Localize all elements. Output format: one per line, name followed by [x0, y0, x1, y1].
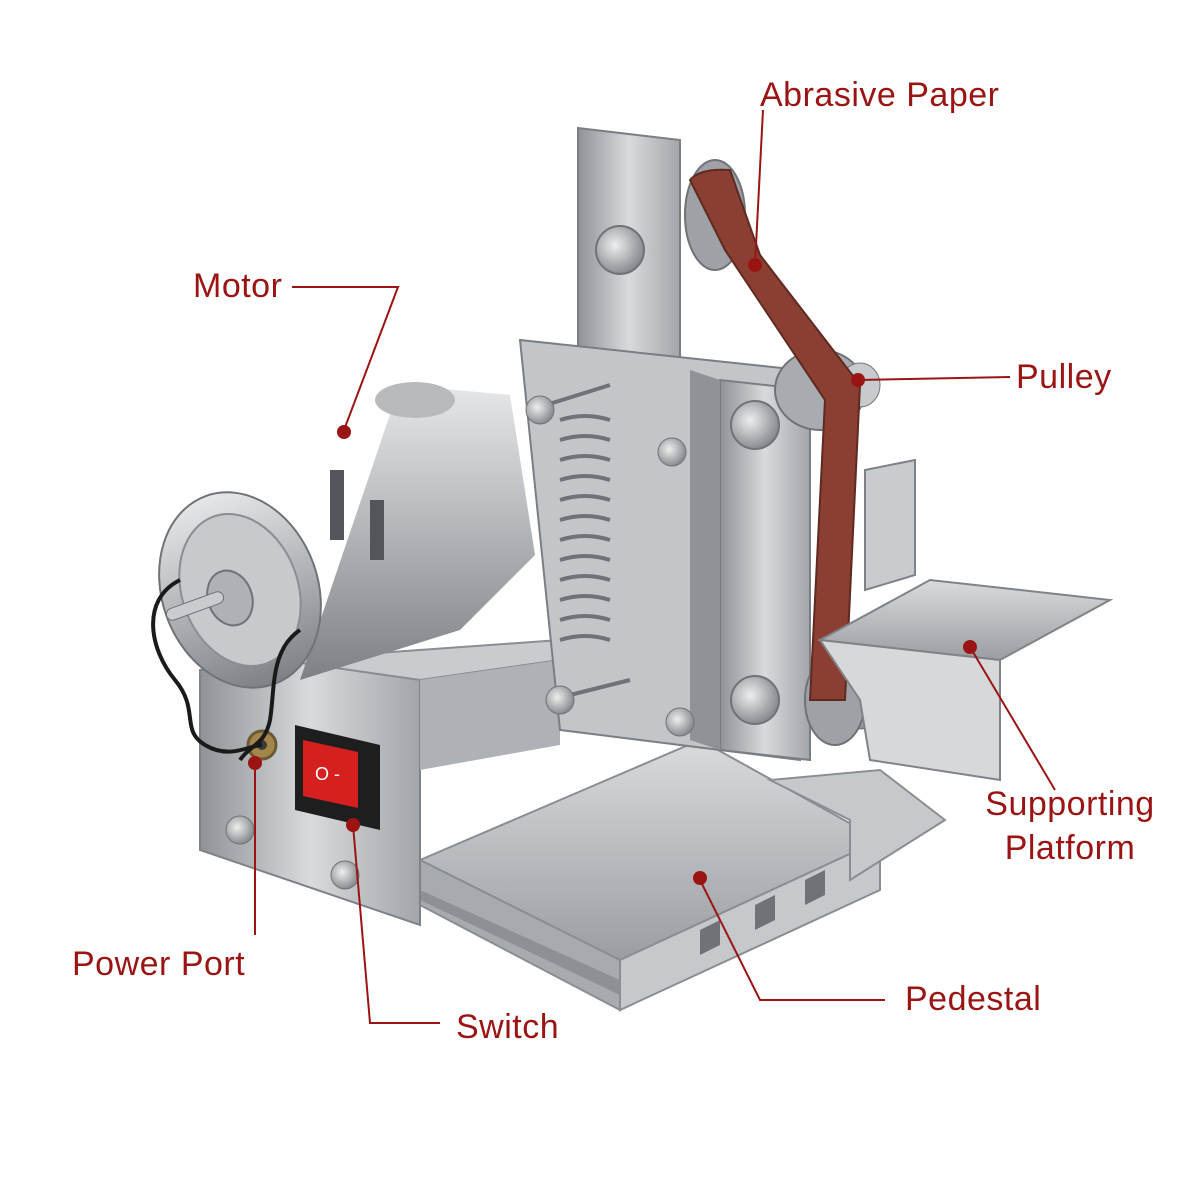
- dot-supporting-platform: [963, 640, 977, 654]
- vertical-arm-graphic: [518, 126, 811, 762]
- pedestal-graphic: [417, 738, 883, 1012]
- abrasive-belt-graphic: [688, 168, 862, 701]
- leader-pulley: [857, 376, 1011, 381]
- leader-motor: [292, 286, 400, 431]
- dot-pedestal: [693, 871, 707, 885]
- dot-power-port: [248, 756, 262, 770]
- rocker-switch-graphic: O -: [295, 725, 380, 830]
- dot-abrasive-paper: [748, 258, 762, 272]
- leader-abrasive-paper: [754, 109, 764, 266]
- dot-switch: [346, 818, 360, 832]
- base-bolts-graphic: [225, 815, 360, 890]
- leader-pedestal: [699, 879, 885, 1001]
- motor-wires-graphic: [151, 578, 302, 762]
- leader-switch: [352, 824, 440, 1024]
- frame-bolts-graphic: [525, 225, 875, 737]
- switch-marks: O -: [315, 764, 340, 784]
- leader-lines: [254, 109, 1056, 1024]
- supporting-platform-graphic: [766, 458, 1114, 882]
- dot-pulley: [851, 373, 865, 387]
- power-port-graphic: [246, 729, 278, 761]
- leader-supporting-platform: [969, 646, 1056, 791]
- motor-graphic: [158, 382, 535, 689]
- leader-dots: [248, 258, 977, 885]
- dot-motor: [337, 425, 351, 439]
